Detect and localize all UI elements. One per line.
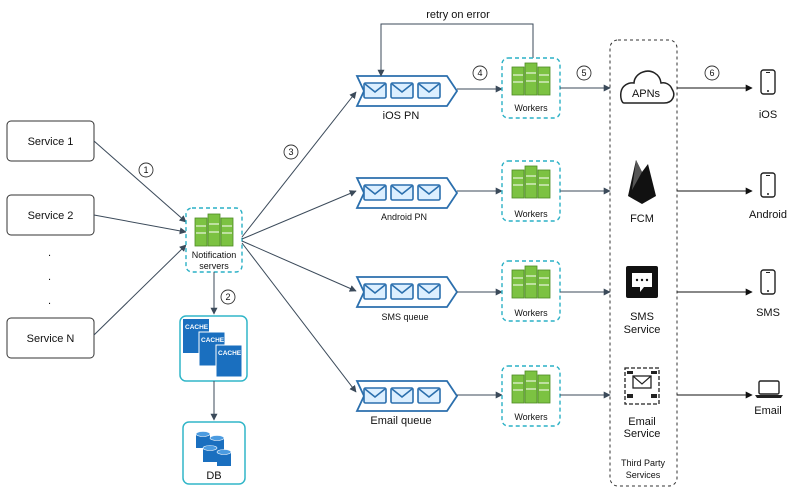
email-service-label-line2: Service xyxy=(624,428,661,440)
cache-tag-1: CACHE xyxy=(185,324,209,331)
android-phone-icon xyxy=(760,172,776,198)
workers-email-label: Workers xyxy=(514,412,548,422)
workers-sms: Workers xyxy=(501,260,561,322)
service-1-box: Service 1 xyxy=(6,120,95,162)
android-pn-queue: Android PN xyxy=(355,177,459,222)
arrow-servers-to-ios-queue xyxy=(241,91,357,238)
step-2-marker: 2 xyxy=(220,289,236,305)
workers-android: Workers xyxy=(501,160,561,222)
apns-label: APNs xyxy=(632,88,661,100)
workers-android-label: Workers xyxy=(514,209,548,219)
arrow-servers-to-sms-queue xyxy=(241,240,357,292)
arrow-service1-to-servers xyxy=(93,140,187,223)
db-label: DB xyxy=(206,470,221,482)
step-1-number: 1 xyxy=(143,165,148,175)
third-party-group xyxy=(609,39,678,487)
step-5-number: 5 xyxy=(581,68,586,78)
notification-servers: Notification servers xyxy=(185,207,243,273)
service-n-label: Service N xyxy=(27,333,75,345)
step-4-marker: 4 xyxy=(472,65,488,81)
workers-server-icon xyxy=(511,165,551,199)
notification-servers-label-line1: Notification xyxy=(192,250,237,260)
third-party-label-line2: Services xyxy=(626,470,661,480)
android-device-label: Android xyxy=(749,209,787,221)
workers-server-icon xyxy=(511,265,551,299)
laptop-icon xyxy=(755,380,783,398)
servers-icon xyxy=(194,213,234,247)
step-1-marker: 1 xyxy=(138,162,154,178)
sms-queue: SMS queue xyxy=(355,276,459,322)
cache: CACHE CACHE CACHE xyxy=(179,315,248,382)
cache-tag-3: CACHE xyxy=(218,350,242,357)
ios-pn-queue: iOS PN xyxy=(355,75,459,122)
workers-sms-label: Workers xyxy=(514,308,548,318)
service-n-box: Service N xyxy=(6,317,95,359)
step-2-number: 2 xyxy=(225,292,230,302)
ellipsis-dot-1: . xyxy=(48,247,51,259)
ios-pn-label: iOS PN xyxy=(383,110,420,122)
step-5-marker: 5 xyxy=(576,65,592,81)
sms-service-label-line2: Service xyxy=(624,324,661,336)
email-queue-label: Email queue xyxy=(370,415,431,427)
database-icon xyxy=(195,431,232,466)
sms-queue-label: SMS queue xyxy=(381,312,428,322)
email-service-icon xyxy=(624,367,660,405)
apns-cloud-icon: APNs xyxy=(620,70,675,104)
ellipsis-dot-2: . xyxy=(48,271,51,283)
notification-servers-label-line2: servers xyxy=(199,261,229,271)
sms-phone-icon xyxy=(760,269,776,295)
fcm-firebase-icon xyxy=(628,160,656,204)
email-queue: Email queue xyxy=(355,380,459,427)
workers-ios: Workers xyxy=(501,57,561,119)
workers-server-icon xyxy=(511,370,551,404)
cache-tag-2: CACHE xyxy=(201,337,225,344)
db: DB xyxy=(182,421,246,485)
step-4-number: 4 xyxy=(477,68,482,78)
ios-phone-icon xyxy=(760,69,776,95)
arrow-servers-to-email-queue xyxy=(241,242,357,393)
arrow-serviceN-to-servers xyxy=(93,244,187,336)
service-1-label: Service 1 xyxy=(28,136,74,148)
fcm-label: FCM xyxy=(630,213,654,225)
arrow-servers-to-android-queue xyxy=(241,190,357,240)
retry-loop-arrow xyxy=(377,23,534,77)
sms-device-label: SMS xyxy=(756,307,780,319)
step-3-marker: 3 xyxy=(283,144,299,160)
workers-email: Workers xyxy=(501,365,561,427)
step-3-number: 3 xyxy=(288,147,293,157)
sms-chat-icon xyxy=(626,266,658,298)
ios-device-label: iOS xyxy=(759,109,777,121)
sms-service-label-line1: SMS xyxy=(630,311,654,323)
ellipsis-dot-3: . xyxy=(48,295,51,307)
android-pn-label: Android PN xyxy=(381,212,427,222)
service-2-label: Service 2 xyxy=(28,210,74,222)
workers-ios-label: Workers xyxy=(514,103,548,113)
workers-server-icon xyxy=(511,62,551,96)
service-2-box: Service 2 xyxy=(6,194,95,236)
arrow-service2-to-servers xyxy=(93,214,187,235)
retry-label: retry on error xyxy=(426,9,490,21)
step-6-marker: 6 xyxy=(704,65,720,81)
step-6-number: 6 xyxy=(709,68,714,78)
third-party-label-line1: Third Party xyxy=(621,458,666,468)
email-device-label: Email xyxy=(754,405,782,417)
email-service-label-line1: Email xyxy=(628,416,656,428)
